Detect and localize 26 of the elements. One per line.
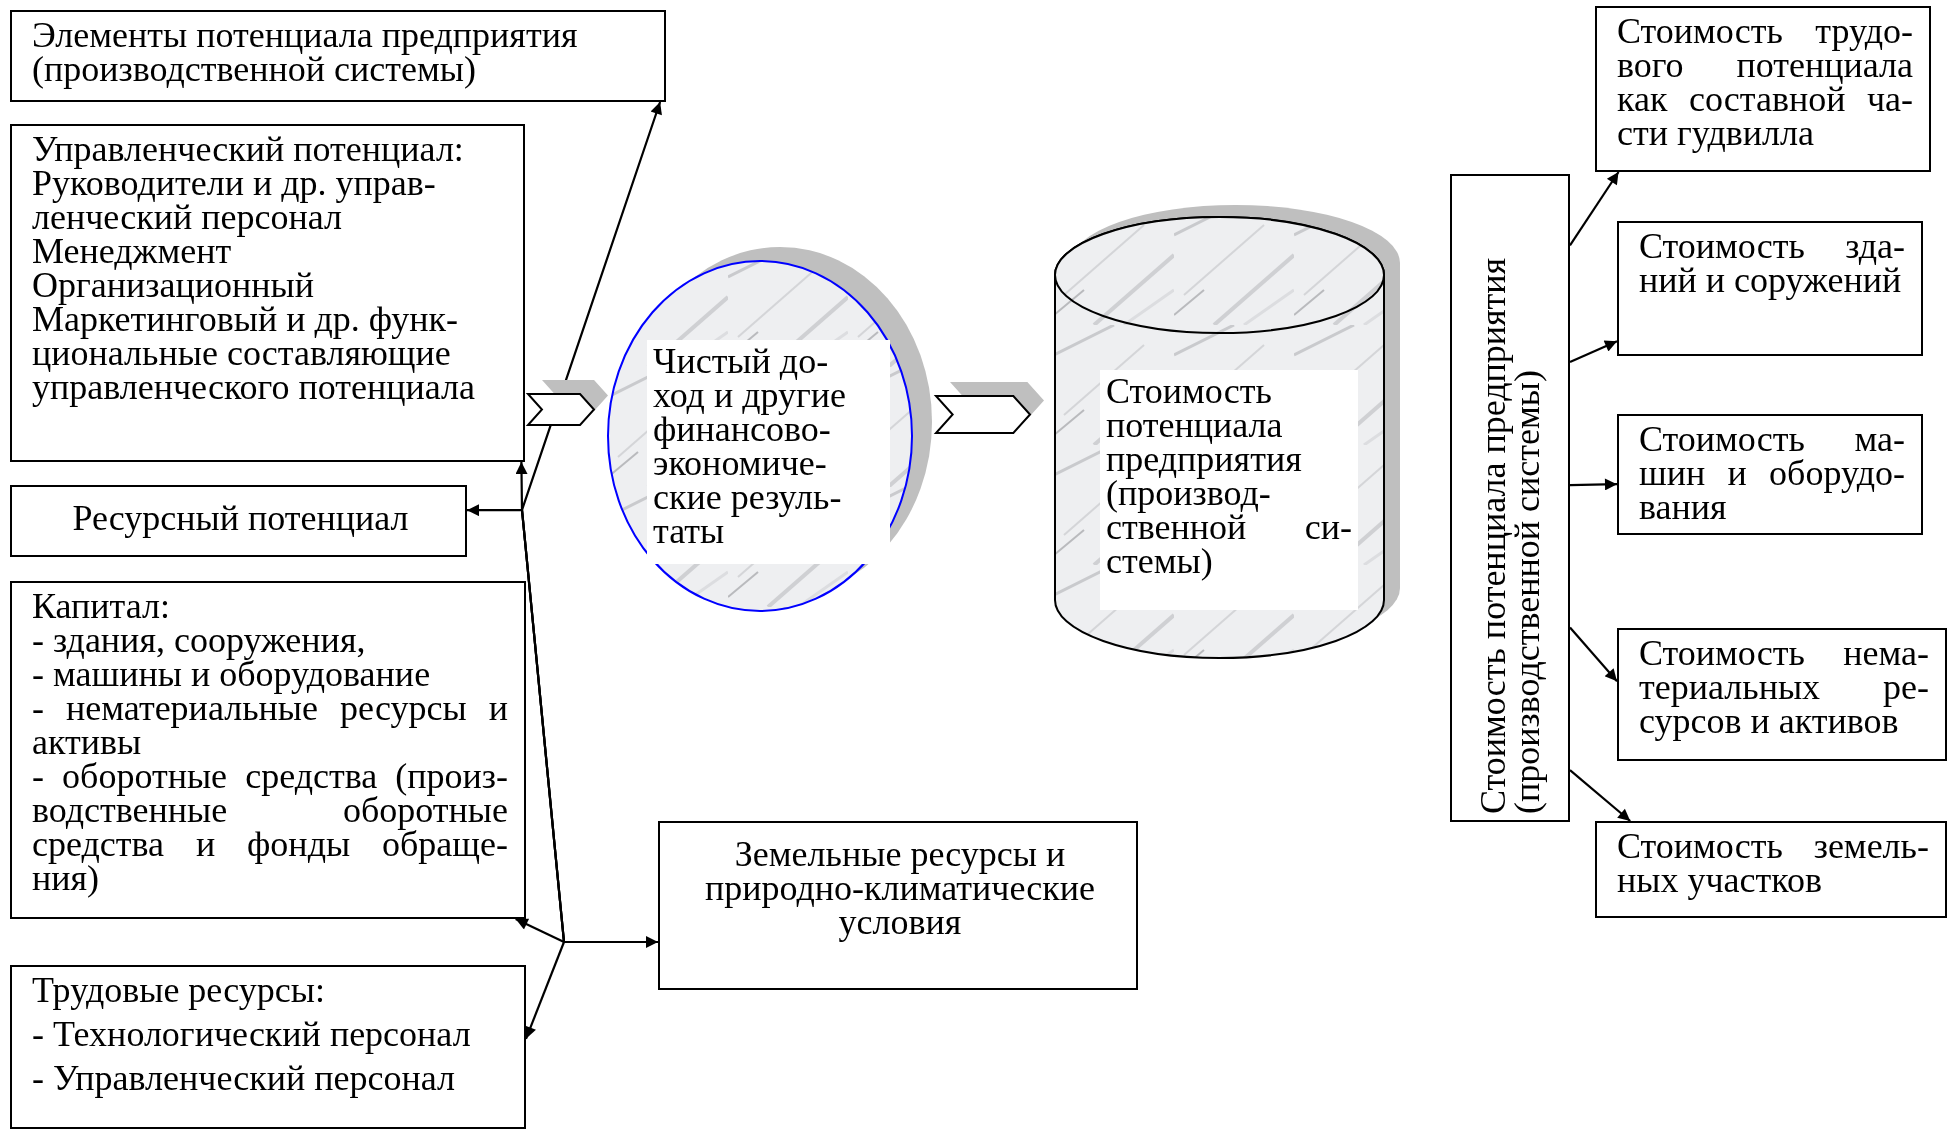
- arrow: [1569, 769, 1631, 822]
- process-box: [10, 965, 526, 1129]
- process-box: [1595, 821, 1947, 918]
- process-box: [1450, 174, 1570, 822]
- list-item: Менеджмент: [32, 234, 232, 268]
- arrow: [1569, 626, 1618, 682]
- arrow: [1569, 340, 1618, 363]
- heading-box: [10, 10, 666, 102]
- process-box: [10, 124, 525, 462]
- process-box: [10, 485, 467, 557]
- arrow: [1570, 478, 1617, 491]
- shape-text: Стоимость потенциала предприятия (производ- ственной си- стемы): [1100, 370, 1358, 610]
- shape-text: Чистый до- ход и другие финансово- экономиче- ские резуль- таты: [647, 340, 890, 564]
- box-heading: Капитал:: [32, 589, 171, 623]
- arrow: [1569, 171, 1620, 246]
- process-box: [1617, 221, 1923, 356]
- process-box: [1617, 414, 1923, 535]
- box-text: Стоимость ма- шин и оборудо- вания: [1639, 422, 1905, 524]
- arrow: [515, 918, 565, 943]
- process-box: [1595, 6, 1931, 172]
- process-box: [1617, 628, 1947, 761]
- process-box: [10, 581, 526, 919]
- arrow: [564, 936, 658, 948]
- arrow: [467, 504, 566, 943]
- arrow: [524, 941, 566, 1040]
- process-box: [658, 821, 1138, 990]
